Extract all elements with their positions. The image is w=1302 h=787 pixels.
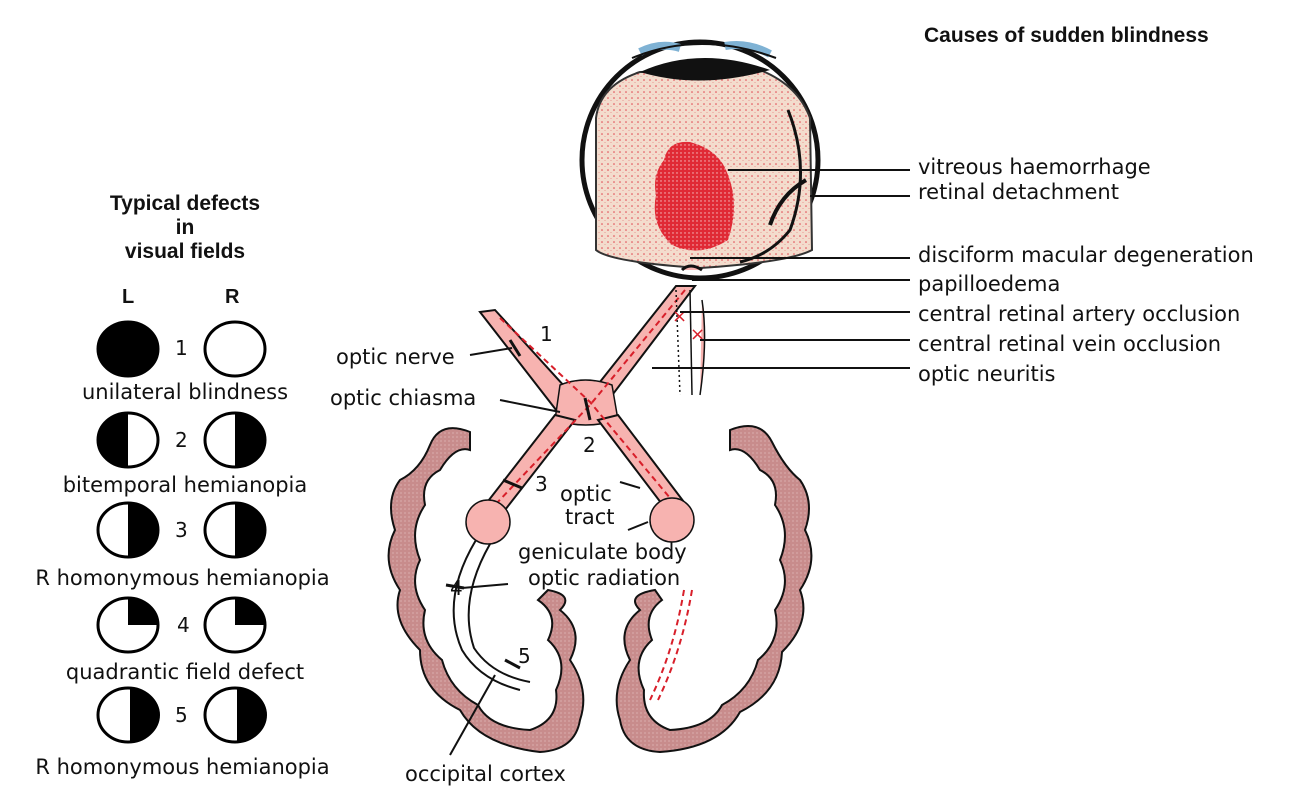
cause-papilloedema: papilloedema	[918, 272, 1060, 296]
label-optic-nerve: optic nerve	[336, 345, 455, 369]
label-optic-radiation: optic radiation	[528, 566, 680, 590]
left-optic-radiation	[454, 540, 520, 690]
cause-retinal-detachment: retinal detachment	[918, 180, 1119, 204]
cause-vitreous-haemorrhage: vitreous haemorrhage	[918, 155, 1151, 179]
svg-text:×: ×	[672, 306, 687, 327]
defect-number-2: 2	[175, 428, 188, 452]
fields-heading-line-2: in	[60, 216, 310, 240]
label-optic-chiasma: optic chiasma	[330, 386, 476, 410]
field-1-left	[98, 322, 158, 376]
label-optic-tract-line-1: optic	[560, 482, 612, 506]
cause-central-retinal-artery-occlusion: central retinal artery occlusion	[918, 302, 1240, 326]
defect-caption-2: bitemporal hemianopia	[25, 473, 345, 497]
fields-panel-heading: Typical defects in visual fields	[60, 192, 310, 264]
fields-heading-line-3: visual fields	[60, 240, 310, 264]
left-eye-label: L	[122, 286, 134, 309]
defect-number-1: 1	[175, 336, 188, 360]
field-1-right	[205, 322, 265, 376]
lesion-number-5: 5	[518, 644, 531, 668]
label-optic-tract-line-2: tract	[565, 505, 615, 529]
defect-caption-5: R homonymous hemianopia	[10, 755, 355, 779]
diagram-title: Causes of sudden blindness	[924, 24, 1209, 48]
right-eye-label: R	[225, 286, 239, 309]
label-geniculate-body: geniculate body	[518, 540, 687, 564]
defect-number-5: 5	[175, 703, 188, 727]
defect-caption-1: unilateral blindness	[30, 380, 340, 404]
cause-disciform-macular-degeneration: disciform macular degeneration	[918, 243, 1254, 267]
defect-caption-3: R homonymous hemianopia	[10, 566, 355, 590]
defect-number-4: 4	[177, 613, 190, 637]
lesion-number-3: 3	[535, 472, 548, 496]
eyeball	[582, 42, 818, 278]
svg-text:×: ×	[690, 324, 705, 345]
left-occipital-cortex	[389, 428, 584, 752]
defect-caption-4: quadrantic field defect	[30, 660, 340, 684]
cause-central-retinal-vein-occlusion: central retinal vein occlusion	[918, 332, 1221, 356]
left-geniculate-body	[466, 500, 510, 544]
lesion-number-4: 4	[450, 576, 463, 600]
lesion-number-2: 2	[583, 433, 596, 457]
cause-optic-neuritis: optic neuritis	[918, 362, 1055, 386]
right-geniculate-body	[650, 498, 694, 542]
defect-number-3: 3	[175, 518, 188, 542]
lesion-number-1: 1	[540, 322, 553, 346]
fields-heading-line-1: Typical defects	[60, 192, 310, 216]
optic-nerves-and-chiasma: × ×	[480, 286, 705, 512]
label-occipital-cortex: occipital cortex	[405, 762, 566, 786]
